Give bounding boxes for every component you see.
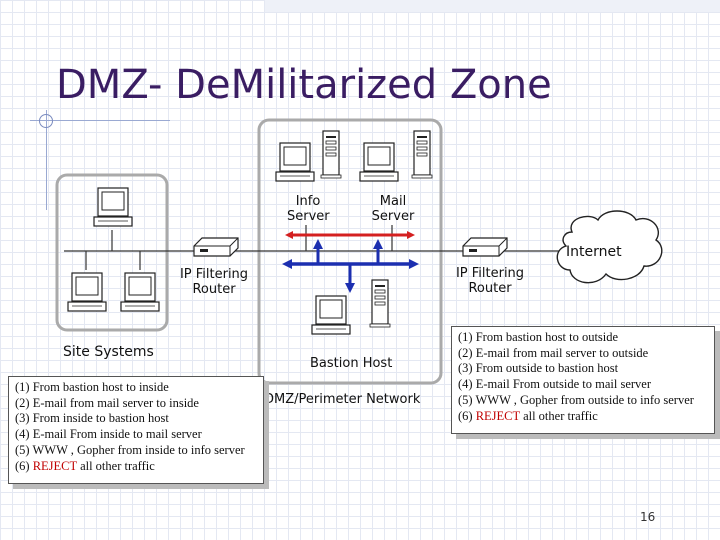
inner-router-rules: (1) From bastion host to inside (2) E-ma… (8, 376, 264, 484)
page-number: 16 (640, 510, 656, 524)
rule-line: (5) WWW , Gopher from outside to info se… (458, 392, 694, 407)
outer-router-rules: (1) From bastion host to outside (2) E-m… (451, 326, 715, 434)
decorative-circle (39, 114, 53, 128)
reject-text: REJECT (32, 458, 77, 473)
outer-router-icon (462, 237, 508, 257)
title-underline (30, 120, 170, 121)
site-pc-icon (93, 187, 133, 227)
rule-line: (3) From outside to bastion host (458, 361, 619, 376)
reject-text: REJECT (475, 408, 520, 423)
rule-line: (1) From bastion host to inside (15, 380, 169, 394)
rule-line: (6) REJECT all other traffic (458, 408, 598, 423)
internet-cloud-icon (556, 210, 663, 284)
bastion-host-label: Bastion Host (310, 356, 393, 371)
bastion-pc-icon (311, 295, 351, 335)
site-pc-icon (120, 272, 160, 312)
decorative-header-bar (265, 0, 720, 12)
rule-line: (6) REJECT all other traffic (15, 458, 155, 473)
rule-line: (1) From bastion host to outside (458, 330, 619, 344)
bastion-tower-icon (369, 279, 391, 328)
inner-router-icon (193, 237, 239, 257)
rule-line: (4) E-mail From inside to mail server (15, 427, 202, 442)
rule-line: (5) WWW , Gopher from inside to info ser… (15, 442, 245, 457)
decorative-vertical-line (46, 110, 47, 210)
rule-line: (4) E-mail From outside to mail server (458, 377, 652, 392)
rule-line: (2) E-mail from mail server to inside (15, 395, 199, 410)
mail-server-tower-icon (411, 130, 433, 179)
mail-server-pc-icon (359, 142, 399, 182)
site-pc-icon (67, 272, 107, 312)
dmz-perimeter-label: DMZ/Perimeter Network (264, 392, 421, 407)
rule-line: (3) From inside to bastion host (15, 411, 169, 426)
info-server-pc-icon (275, 142, 315, 182)
site-systems-box (55, 173, 169, 332)
internet-label: Internet (566, 244, 622, 260)
rule-line: (2) E-mail from mail server to outside (458, 345, 649, 360)
slide-title: DMZ- DeMilitarized Zone (56, 62, 552, 108)
info-server-tower-icon (320, 130, 342, 179)
site-systems-label: Site Systems (63, 344, 154, 360)
